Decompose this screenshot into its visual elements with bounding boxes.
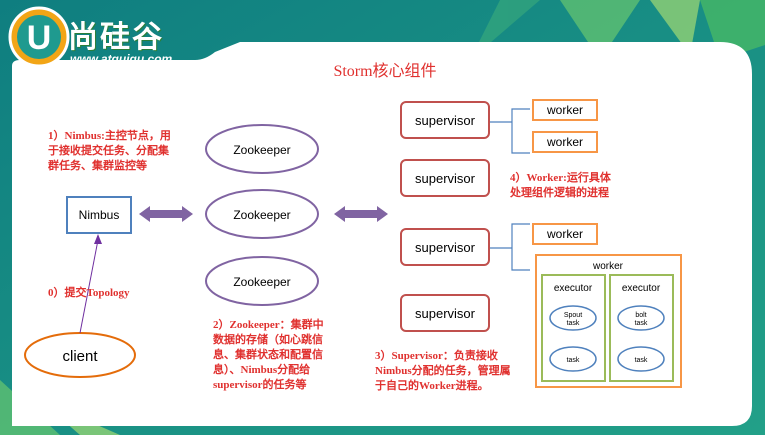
- task-1: [549, 346, 597, 372]
- supervisor-node-1: supervisor: [400, 101, 490, 139]
- bracket-supervisor3-workers: [490, 223, 530, 271]
- bolt-task-label-1: bolt: [635, 312, 646, 319]
- zookeeper-supervisor-arrow: [334, 206, 388, 222]
- note-supervisor: 3）Supervisor：负责接收 Nimbus分配的任务，管理属 于自己的Wo…: [375, 350, 511, 392]
- zookeeper-node-2: [205, 189, 319, 239]
- task-2: [617, 346, 665, 372]
- nimbus-zookeeper-arrow: [139, 206, 193, 222]
- worker-node-3: worker: [532, 223, 598, 245]
- spout-task-label-1: Spout: [564, 312, 582, 319]
- zookeeper-label-3: Zookeeper: [233, 275, 290, 289]
- spout-task-label-2: task: [567, 320, 580, 327]
- nimbus-label: Nimbus: [79, 208, 120, 222]
- task-label-1: task: [567, 357, 580, 364]
- note-worker: 4）Worker:运行具体 处理组件逻辑的进程: [510, 172, 611, 199]
- worker-node-2: worker: [532, 131, 598, 153]
- zookeeper-node-1: [205, 124, 319, 174]
- supervisor-node-2: supervisor: [400, 159, 490, 197]
- executor-label-1: executor: [554, 283, 593, 294]
- worker-group-label: worker: [592, 261, 624, 272]
- zookeeper-node-3: [205, 256, 319, 306]
- note-nimbus: 1）Nimbus:主控节点，用 于接收提交任务、分配集 群任务、集群监控等: [48, 130, 171, 172]
- logo-name: 尚硅谷: [68, 20, 164, 55]
- worker-node-1: worker: [532, 99, 598, 121]
- nimbus-node: [66, 196, 132, 234]
- logo-badge: U: [8, 6, 70, 68]
- spout-task: [549, 305, 597, 331]
- note-zookeeper: 2）Zookeeper：集群中 数据的存储（如心跳信 息、集群状态和配置信 息）…: [213, 319, 324, 391]
- slide-title: Storm核心组件: [333, 63, 437, 80]
- logo-letter: U: [27, 19, 52, 57]
- submit-arrowhead: [94, 234, 102, 244]
- bolt-task-label-2: task: [635, 320, 648, 327]
- submit-arrow: [79, 239, 99, 334]
- bolt-task: [617, 305, 665, 331]
- logo-url: www.atguigu.com: [70, 52, 173, 66]
- zookeeper-label-1: Zookeeper: [233, 143, 290, 157]
- supervisor-node-4: supervisor: [400, 294, 490, 332]
- executor-label-2: executor: [622, 283, 661, 294]
- client-label: client: [62, 348, 98, 365]
- bracket-supervisor1-workers: [490, 108, 530, 154]
- supervisor-node-3: supervisor: [400, 228, 490, 266]
- zookeeper-label-2: Zookeeper: [233, 208, 290, 222]
- task-label-2: task: [635, 357, 648, 364]
- note-topology: 0）提交Topology: [48, 287, 130, 299]
